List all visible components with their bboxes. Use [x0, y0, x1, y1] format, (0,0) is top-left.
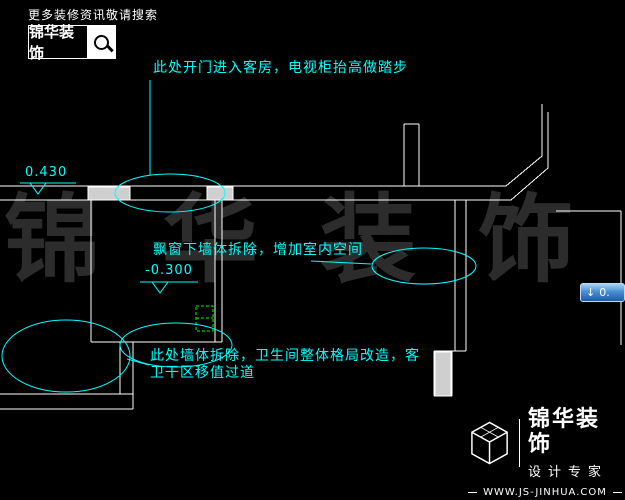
search-icon-box [87, 26, 115, 58]
demolition-wall-fills [87, 186, 452, 397]
revision-clouds [1, 173, 477, 393]
elevation-label-mid: -0.300 [145, 263, 193, 278]
search-icon [94, 34, 109, 50]
green-door-marker [195, 305, 214, 332]
arrow-down-icon: ↓ [586, 286, 596, 299]
footer-brand-name: 锦华装饰 [528, 407, 601, 458]
cube-logo-icon [471, 421, 508, 465]
scroll-down-button[interactable]: ↓ 0. [580, 283, 625, 302]
scroll-button-label: 0. [599, 286, 610, 299]
leader-lines [126, 80, 372, 366]
annotation-door-note: 此处开门进入客房，电视柜抬高做踏步 [153, 60, 408, 76]
annotation-wall-note: 此处墙体拆除，卫生间整体格局改造，客 卫干区移值过道 [150, 348, 420, 382]
annotation-wall-note-line2: 卫干区移值过道 [150, 365, 255, 381]
footer-divider [519, 419, 521, 468]
search-hint-text: 更多装修资讯敬请搜索 [28, 8, 159, 22]
elevation-symbols [20, 182, 198, 294]
footer-brand-subtitle: 设计专家 [528, 464, 609, 480]
brand-watermark: 锦华装饰 [4, 184, 625, 296]
footer-url: WWW.JS-JINHUA.COM [483, 486, 607, 498]
elevation-label-top: 0.430 [25, 165, 68, 180]
brand-logo-text: 锦华装饰 [29, 23, 75, 62]
walls [0, 104, 622, 410]
brand-search-logo: 锦华装饰 [28, 23, 116, 62]
annotation-window-note: 飘窗下墙体拆除，增加室内空间 [153, 242, 363, 258]
footer-brand-block: 锦华装饰 设计专家 WWW.JS-JINHUA.COM [468, 407, 622, 498]
annotation-wall-note-line1: 此处墙体拆除，卫生间整体格局改造，客 [150, 348, 420, 364]
